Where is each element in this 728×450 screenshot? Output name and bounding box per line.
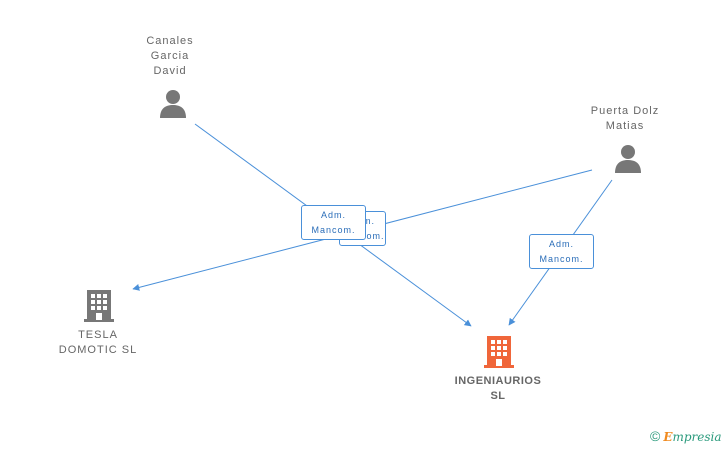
company-name-ingeniaurios[interactable]: INGENIAURIOS SL	[454, 375, 542, 402]
person-icon[interactable]	[158, 88, 188, 123]
brand-logo-letter: E	[663, 430, 673, 444]
brand-logo-text: mpresia	[672, 430, 722, 444]
person-name-canales[interactable]: Canales Garcia David	[146, 35, 194, 77]
company-name-tesla[interactable]: TESLA DOMOTIC SL	[58, 329, 138, 356]
brand-watermark: ©Empresia	[650, 428, 722, 444]
building-icon[interactable]	[484, 334, 514, 373]
person-name-puerta[interactable]: Puerta Dolz Matias	[590, 105, 660, 132]
person-icon[interactable]	[613, 143, 643, 178]
relation-badge: Adm. Mancom.	[529, 234, 594, 269]
building-icon[interactable]	[84, 288, 114, 327]
relation-badge: Adm. Mancom.	[301, 205, 366, 240]
copyright-icon: ©	[650, 428, 661, 444]
